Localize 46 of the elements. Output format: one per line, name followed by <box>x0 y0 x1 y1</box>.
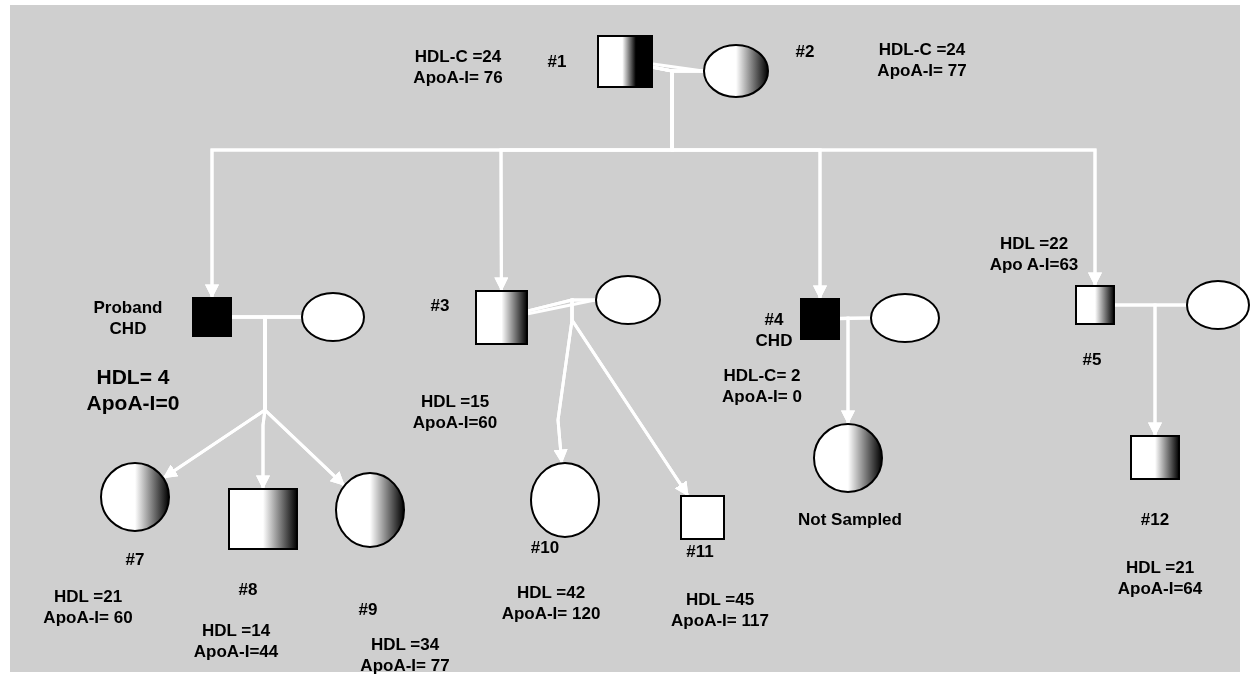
pedigree-circle <box>595 275 661 325</box>
descent-arrow <box>1148 303 1186 437</box>
lab-values: HDL-C =24 ApoA-I= 76 <box>412 45 504 89</box>
lab-values: HDL= 4 ApoA-I=0 <box>85 363 181 416</box>
member-number: #9 <box>357 599 379 621</box>
member-number: #12 <box>1139 509 1171 531</box>
pedigree-square <box>475 290 528 345</box>
lab-values: HDL =22 Apo A-I=63 <box>988 232 1080 276</box>
member-number: #8 <box>237 579 259 601</box>
descent-arrow <box>570 298 689 497</box>
lab-values: HDL =14 ApoA-I=44 <box>192 619 280 663</box>
member-number: #10 <box>529 537 561 559</box>
lab-values: HDL =15 ApoA-I=60 <box>411 390 499 434</box>
lab-values: HDL =34 ApoA-I= 77 <box>359 633 451 677</box>
pedigree-circle <box>100 462 170 532</box>
member-number: #7 <box>124 549 146 571</box>
pedigree-circle <box>703 44 769 98</box>
pedigree-square <box>800 298 840 340</box>
pedigree-circle <box>335 472 405 548</box>
lab-values: HDL =21 ApoA-I=64 <box>1116 556 1204 600</box>
lab-values: HDL =45 ApoA-I= 117 <box>670 588 770 632</box>
pedigree-circle <box>870 293 940 343</box>
pedigree-square <box>597 35 653 88</box>
pedigree-circle <box>1186 280 1250 330</box>
pedigree-circle <box>530 462 600 538</box>
pedigree-square <box>1075 285 1115 325</box>
member-number: #5 <box>1081 349 1103 371</box>
descent-arrow <box>841 316 870 425</box>
pedigree-square <box>192 297 232 337</box>
lab-values: HDL-C= 2 ApoA-I= 0 <box>721 364 803 408</box>
pedigree-square <box>1130 435 1180 480</box>
status-label: Proband CHD <box>92 296 164 340</box>
member-number: #11 <box>685 541 715 563</box>
lab-values: HDL =42 ApoA-I= 120 <box>500 581 602 625</box>
pedigree-square <box>680 495 725 540</box>
pedigree-circle <box>301 292 365 342</box>
lab-values: HDL =21 ApoA-I= 60 <box>42 585 134 629</box>
status-label: Not Sampled <box>798 509 902 531</box>
status-label: #4 CHD <box>754 308 794 352</box>
pedigree-square <box>228 488 298 550</box>
lab-values: HDL-C =24 ApoA-I= 77 <box>876 38 968 82</box>
member-number: #2 <box>794 41 816 63</box>
pedigree-circle <box>813 423 883 493</box>
member-number: #1 <box>546 51 568 73</box>
member-number: #3 <box>429 295 451 317</box>
descent-arrow <box>263 315 345 486</box>
